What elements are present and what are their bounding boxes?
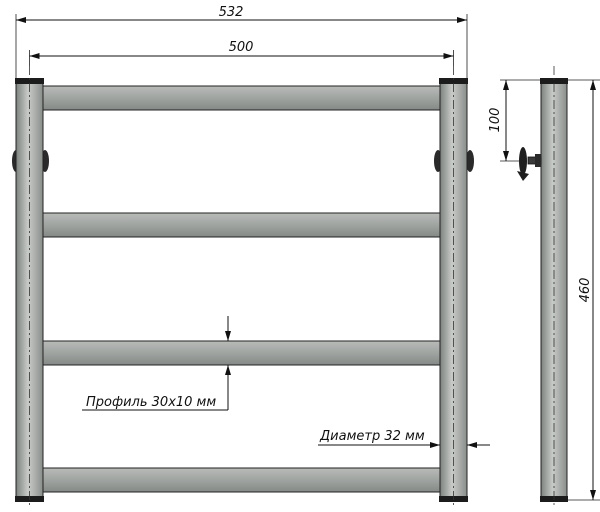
side-mount-bracket xyxy=(517,147,542,181)
diameter-label: Диаметр 32 мм xyxy=(319,429,425,444)
dimension-mount-offset: 100 xyxy=(488,79,540,162)
dimension-label-532: 532 xyxy=(219,5,244,20)
dimension-label-500: 500 xyxy=(229,40,254,55)
crossbar-4 xyxy=(41,467,441,493)
front-view: 532 500 Профиль 30х10 мм Диаметр 32 мм xyxy=(12,5,490,508)
dimension-centers-width: 500 xyxy=(29,40,454,66)
dimension-height: 460 xyxy=(568,79,600,501)
dimension-overall-width: 532 xyxy=(15,5,468,78)
left-pipe-cap xyxy=(15,78,44,84)
diameter-callout: Диаметр 32 мм xyxy=(318,429,490,448)
profile-label: Профиль 30х10 мм xyxy=(86,395,216,410)
crossbar-3 xyxy=(41,340,441,366)
dimension-label-100: 100 xyxy=(488,108,503,133)
crossbar-2 xyxy=(41,212,441,238)
dimension-label-460: 460 xyxy=(578,278,593,303)
crossbar-1 xyxy=(41,85,441,111)
right-pipe-cap xyxy=(439,78,468,84)
profile-callout: Профиль 30х10 мм xyxy=(82,316,231,411)
side-pipe-cap xyxy=(540,78,568,84)
side-view: 100 460 xyxy=(488,66,600,508)
